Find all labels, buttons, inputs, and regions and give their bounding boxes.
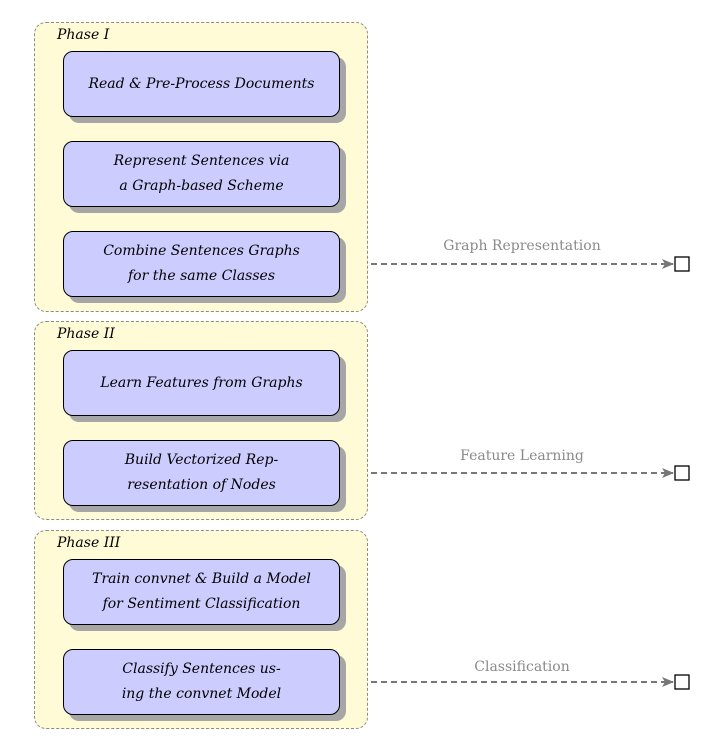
step-read-preprocess: Read & Pre-Process Documents (63, 51, 340, 117)
output-square-feature-learning (674, 465, 690, 481)
step-text-line: Build Vectorized Rep- (124, 452, 279, 468)
output-label-classification: Classification (474, 659, 570, 675)
step-learn-features: Learn Features from Graphs (63, 350, 340, 416)
step-text-line: for Sentiment Classification (102, 596, 301, 612)
step-text-line: ing the convnet Model (121, 686, 282, 702)
step-train-convnet: Train convnet & Build a Model for Sentim… (63, 559, 340, 625)
output-label-graph-representation: Graph Representation (443, 238, 601, 254)
phase-2-title: Phase II (57, 326, 115, 342)
step-text-line: Learn Features from Graphs (100, 374, 303, 391)
phase-1-title: Phase I (57, 27, 110, 43)
output-label-feature-learning: Feature Learning (460, 448, 584, 464)
step-text-line: Combine Sentences Graphs (103, 243, 300, 259)
step-build-vectorized: Build Vectorized Rep- resentation of Nod… (63, 440, 340, 506)
phase-3-title: Phase III (57, 535, 121, 551)
step-text-line: a Graph-based Scheme (119, 178, 284, 194)
step-text-line: Classify Sentences us- (122, 661, 281, 677)
output-square-graph-representation (674, 256, 690, 272)
step-classify-sentences: Classify Sentences us- ing the convnet M… (63, 649, 340, 715)
step-text-line: resentation of Nodes (127, 477, 276, 493)
step-combine-graphs: Combine Sentences Graphs for the same Cl… (63, 231, 340, 297)
step-represent-sentences: Represent Sentences via a Graph-based Sc… (63, 141, 340, 207)
output-square-classification (674, 674, 690, 690)
step-text-line: for the same Classes (127, 268, 276, 284)
step-text-line: Read & Pre-Process Documents (88, 75, 315, 92)
step-text-line: Train convnet & Build a Model (92, 571, 311, 587)
step-text-line: Represent Sentences via (113, 153, 290, 169)
